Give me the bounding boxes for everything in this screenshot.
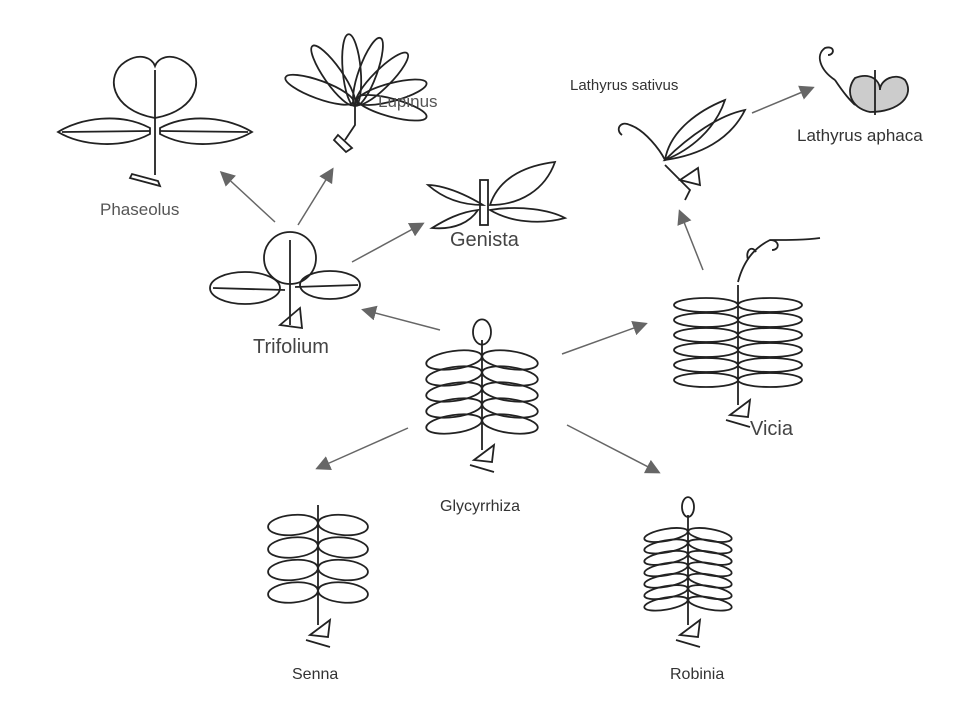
leaflet bbox=[643, 538, 689, 555]
leaf-glycyrrhiza bbox=[425, 318, 539, 473]
leaf-phaseolus bbox=[56, 55, 254, 188]
leaflet bbox=[317, 581, 369, 604]
leaf-lathyrus-sativus bbox=[617, 98, 747, 201]
leaf-lathyrus-aphaca bbox=[818, 46, 909, 115]
leaflet bbox=[643, 527, 689, 543]
arrow-lathyrus-sativus-to-lathyrus-aphaca bbox=[751, 85, 815, 114]
leaflet bbox=[737, 327, 803, 343]
leaf-trifolium bbox=[209, 231, 361, 330]
leaves bbox=[56, 33, 909, 648]
leaflet bbox=[737, 357, 803, 373]
arrows bbox=[219, 85, 815, 474]
arrow-glycyrrhiza-to-vicia bbox=[561, 321, 648, 355]
stipule bbox=[305, 618, 332, 648]
leaflet bbox=[481, 349, 539, 371]
leaflet bbox=[687, 538, 733, 555]
leaflet bbox=[643, 572, 689, 589]
leaflet bbox=[354, 51, 410, 106]
leaflet bbox=[481, 397, 539, 419]
label-lathyrus-sativus: Lathyrus sativus bbox=[570, 77, 679, 94]
arrow-glycyrrhiza-to-robinia bbox=[566, 424, 661, 474]
label-lathyrus-aphaca: Lathyrus aphaca bbox=[797, 126, 923, 145]
leaf-robinia bbox=[643, 496, 733, 648]
leaflet bbox=[737, 372, 803, 388]
leaflet bbox=[267, 581, 319, 604]
leaflet bbox=[687, 595, 733, 612]
leaf-vicia bbox=[673, 285, 803, 428]
leaflet bbox=[481, 365, 539, 387]
leaflet bbox=[687, 561, 733, 578]
leaflet bbox=[643, 561, 689, 578]
leaflet bbox=[317, 536, 369, 559]
leaflet bbox=[673, 357, 739, 373]
leaflet bbox=[267, 558, 319, 582]
leaflet bbox=[425, 349, 483, 371]
arrow-glycyrrhiza-to-trifolium bbox=[361, 305, 441, 331]
leaflet bbox=[425, 365, 483, 387]
leaflet bbox=[643, 595, 689, 612]
leaflet bbox=[673, 342, 739, 358]
leaflet bbox=[317, 513, 369, 537]
leaf-genista bbox=[425, 160, 568, 230]
leaflet bbox=[687, 527, 733, 543]
leaflet bbox=[481, 381, 539, 403]
leaflet bbox=[687, 572, 733, 589]
label-lupinus: Lupinus bbox=[378, 92, 438, 111]
label-senna: Senna bbox=[292, 666, 339, 683]
label-trifolium: Trifolium bbox=[253, 336, 329, 358]
leaflet bbox=[673, 297, 739, 313]
label-genista: Genista bbox=[450, 229, 519, 251]
terminal-leaflet bbox=[681, 496, 695, 518]
leaflet bbox=[425, 397, 483, 419]
stipule bbox=[675, 618, 702, 648]
leaflet bbox=[643, 549, 689, 566]
leaflet bbox=[481, 413, 539, 435]
leaflet bbox=[737, 297, 803, 313]
leaflet bbox=[687, 584, 733, 601]
leaflet bbox=[643, 584, 689, 601]
terminal-leaflet bbox=[472, 318, 492, 346]
vicia-tendrils bbox=[737, 237, 821, 283]
leaflet bbox=[737, 342, 803, 358]
lupinus-stem bbox=[332, 105, 356, 154]
leaflet bbox=[425, 381, 483, 403]
stipule bbox=[469, 443, 496, 473]
arrow-glycyrrhiza-to-senna bbox=[315, 427, 409, 470]
leaflet bbox=[673, 372, 739, 388]
arrow-trifolium-to-phaseolus bbox=[219, 170, 276, 223]
stipule bbox=[725, 398, 752, 428]
leaflet bbox=[673, 327, 739, 343]
label-glycyrrhiza: Glycyrrhiza bbox=[440, 498, 521, 515]
leaflet bbox=[267, 513, 319, 537]
leaflet bbox=[737, 312, 803, 328]
leaflet bbox=[317, 558, 369, 582]
leaflet bbox=[425, 413, 483, 435]
leaflet bbox=[267, 536, 319, 559]
label-phaseolus: Phaseolus bbox=[100, 200, 180, 219]
arrow-vicia-to-lathyrus-sativus bbox=[677, 209, 704, 271]
leaf-senna bbox=[267, 505, 369, 648]
label-robinia: Robinia bbox=[670, 666, 725, 683]
leaflet bbox=[687, 549, 733, 566]
leaflet bbox=[673, 312, 739, 328]
label-vicia: Vicia bbox=[750, 418, 793, 440]
leaflet bbox=[355, 94, 428, 122]
arrow-trifolium-to-genista bbox=[351, 222, 425, 263]
arrow-trifolium-to-lupinus bbox=[297, 167, 334, 226]
